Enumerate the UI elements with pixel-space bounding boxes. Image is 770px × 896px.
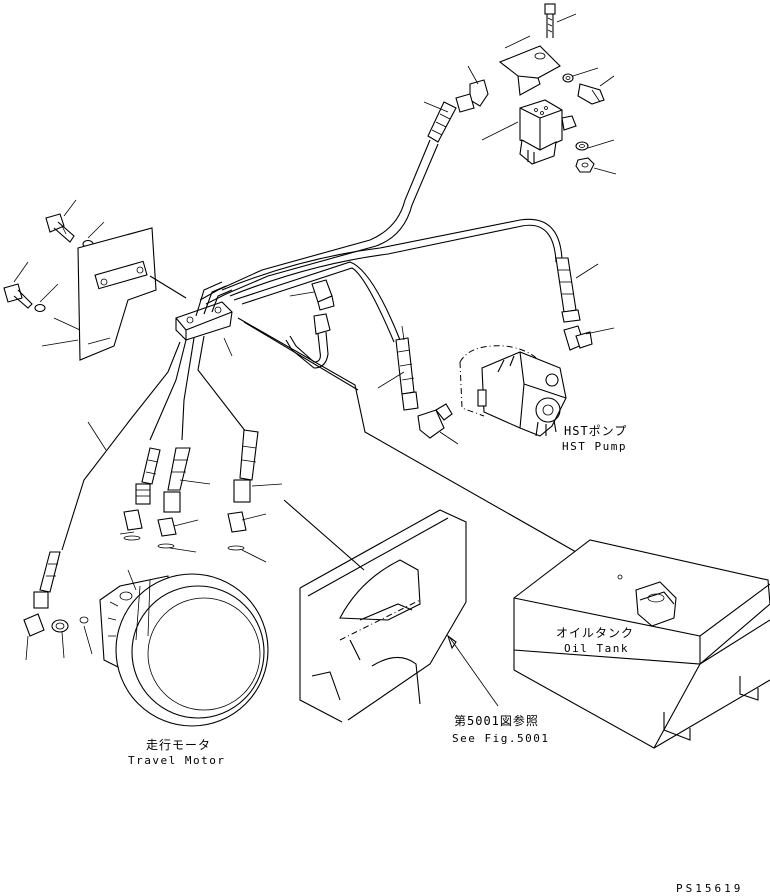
- hose-pump: [377, 337, 459, 445]
- elbow-fitting-top: [455, 65, 489, 113]
- control-valve-assembly: [481, 3, 617, 175]
- hst-pump-label-en: HST Pump: [562, 440, 627, 453]
- travel-motor: [99, 569, 269, 727]
- hst-pump-label-jp: HSTポンプ: [564, 424, 628, 438]
- see-fig-label-jp: 第5001図参照: [454, 714, 539, 728]
- hose-group-center: [135, 429, 283, 513]
- pipe-lines: [199, 139, 621, 578]
- oil-tank: [513, 539, 770, 749]
- oil-tank-label-jp: オイルタンク: [556, 626, 635, 640]
- hose-right: [555, 257, 615, 351]
- hose-motor-left: [23, 551, 93, 661]
- hose-top: [423, 101, 457, 143]
- fittings-row: [119, 509, 267, 563]
- frame-reference: [283, 499, 499, 723]
- see-fig-label-en: See Fig.5001: [452, 732, 550, 745]
- drawing-code: PS15619: [676, 882, 744, 895]
- travel-motor-label-jp: 走行モータ: [146, 738, 212, 752]
- oil-tank-label-en: Oil Tank: [564, 642, 629, 655]
- junction-block: [175, 281, 233, 357]
- elbow-fitting-mid: [285, 279, 335, 369]
- left-bracket-group: [3, 199, 187, 361]
- travel-motor-label-en: Travel Motor: [128, 754, 226, 767]
- tubes-down: [61, 335, 247, 551]
- hst-pump: [459, 345, 567, 437]
